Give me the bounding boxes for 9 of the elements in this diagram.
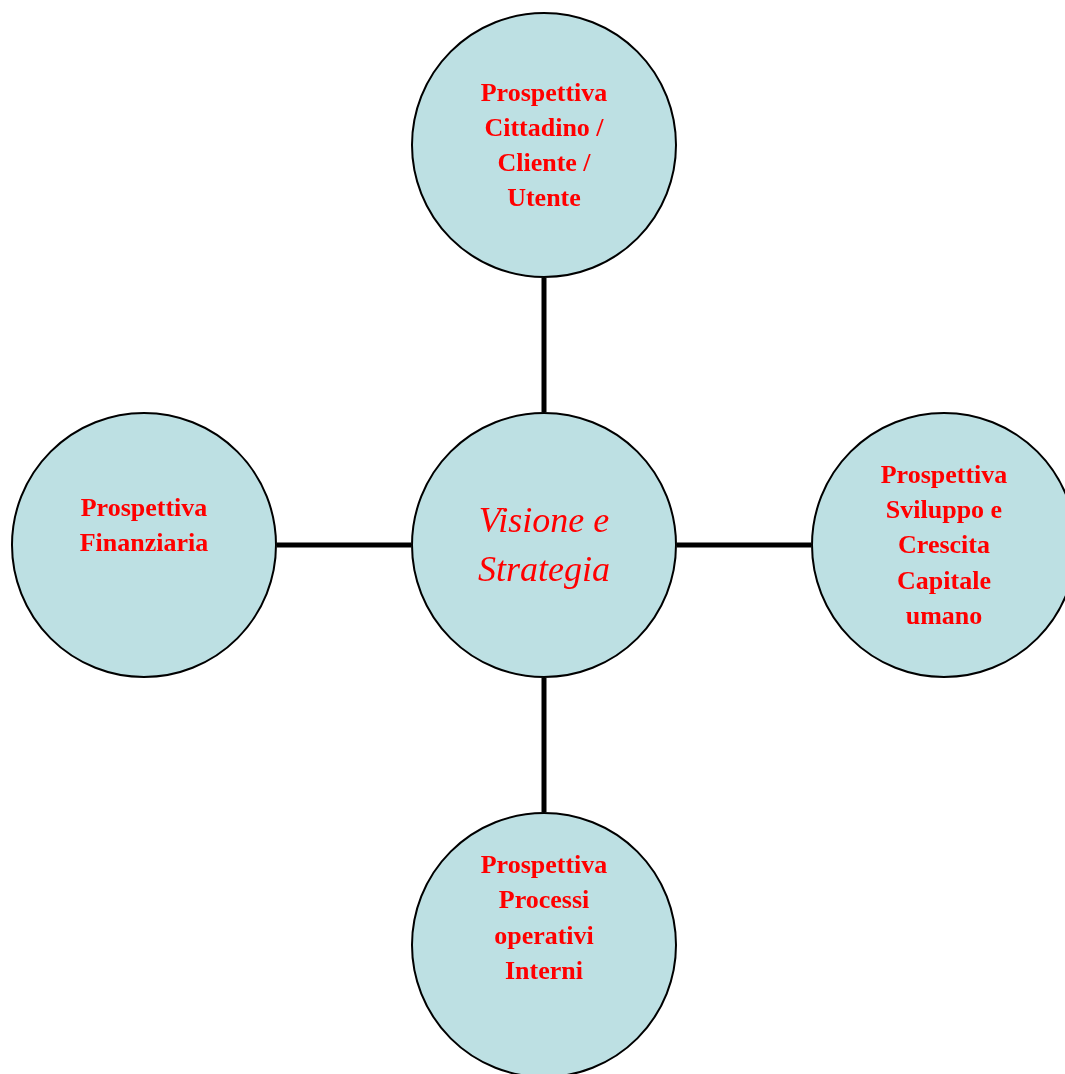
connector-line: [277, 542, 411, 548]
node-label: Prospettiva Cittadino / Cliente / Utente: [479, 76, 609, 215]
connector-line: [541, 278, 547, 412]
connector-line: [677, 542, 811, 548]
connector-line: [541, 678, 547, 812]
node-label: Prospettiva Processi operativi Interni: [479, 849, 609, 987]
node-label: Prospettiva Sviluppo e Crescita Capitale umano: [879, 459, 1009, 632]
node-label: Prospettiva Finanziaria: [78, 491, 210, 559]
node-label: Visione e Strategia: [477, 499, 611, 591]
